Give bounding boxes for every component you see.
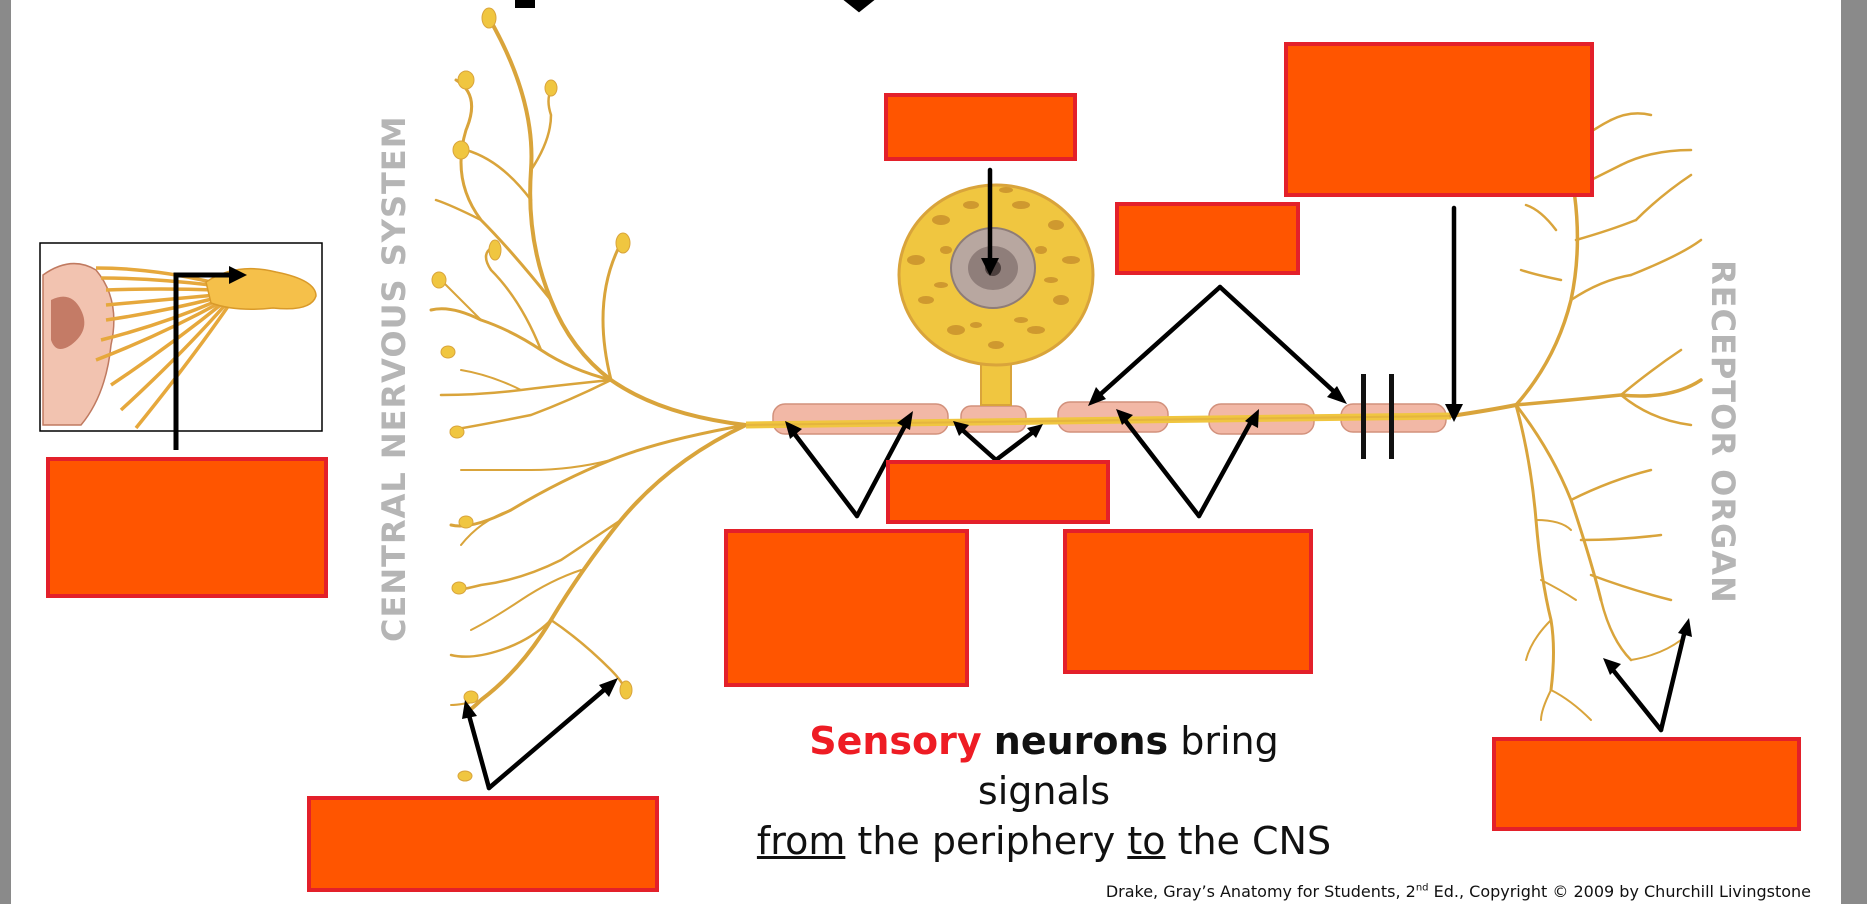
caption-line-1: Sensory neurons bring signals [744, 716, 1344, 816]
credit-text-2: Ed., Copyright © 2009 by Churchill Livin… [1428, 882, 1811, 901]
spinal-cord-inset [39, 242, 323, 450]
caption-end: the CNS [1165, 819, 1332, 863]
caption: Sensory neurons bring signals from the p… [744, 716, 1344, 866]
label-box-spinal-ganglion[interactable] [46, 457, 328, 598]
caption-line-2: from the periphery to the CNS [744, 816, 1344, 866]
label-box-receptor-endings[interactable] [1492, 737, 1801, 831]
title-fragment [515, 0, 875, 13]
caption-sensory: Sensory [809, 719, 982, 763]
cns-side-label: CENTRAL NERVOUS SYSTEM [375, 115, 413, 642]
label-box-central-terminals[interactable] [307, 796, 659, 892]
caption-mid: the periphery [845, 819, 1128, 863]
slide: CENTRAL NERVOUS SYSTEM RECEPTOR ORGAN Se… [11, 0, 1841, 904]
credit-sup: nd [1415, 882, 1429, 894]
caption-from: from [756, 819, 846, 863]
label-box-cell-body-nucleus[interactable] [884, 93, 1077, 161]
axon [745, 374, 1452, 459]
cell-body [897, 183, 1095, 406]
central-branches [429, 16, 748, 714]
label-box-myelin-sheath-right[interactable] [1063, 529, 1313, 674]
label-box-node-of-ranvier[interactable] [886, 460, 1110, 524]
arrowheads [462, 258, 1692, 719]
copyright-credit: Drake, Gray’s Anatomy for Students, 2nd … [1106, 882, 1811, 901]
pointer-arrows [464, 167, 1689, 791]
label-box-receptor-area[interactable] [1284, 42, 1594, 197]
label-box-myelin-sheath-left[interactable] [724, 529, 969, 687]
receptor-organ-side-label: RECEPTOR ORGAN [1704, 260, 1742, 604]
caption-rest-1: bring signals [977, 719, 1279, 813]
central-terminal-bulbs [431, 7, 633, 782]
credit-text-1: Drake, Gray’s Anatomy for Students, 2 [1105, 882, 1416, 901]
caption-neurons: neurons [993, 719, 1169, 763]
label-box-axon[interactable] [1115, 202, 1300, 275]
caption-to: to [1127, 819, 1166, 863]
